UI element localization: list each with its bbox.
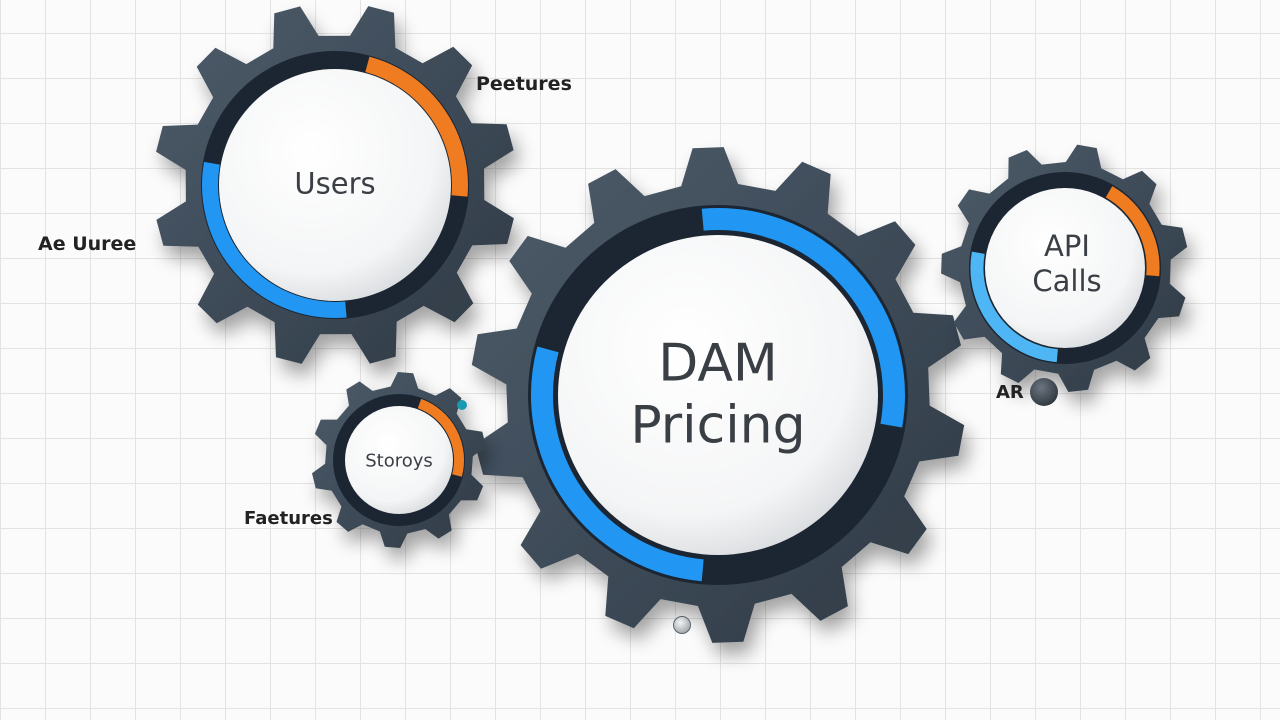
caption-left: Ae Uuree [38, 233, 137, 255]
gear-dam-hub [558, 235, 878, 555]
gear-dam [471, 147, 965, 643]
gear-users [156, 6, 514, 364]
api-knob-icon [1030, 378, 1058, 406]
gear-storage [312, 372, 486, 548]
gear-api-label: API Calls [1032, 229, 1101, 299]
gear-api-orange-arc [1105, 186, 1160, 277]
gear-dam-label: DAM Pricing [630, 333, 805, 458]
gear-storage-hub [345, 406, 453, 514]
caption-features-top: Peetures [476, 73, 572, 95]
bottom-knob-icon [673, 616, 691, 634]
storage-text: Storoys [365, 450, 433, 472]
api-line2: Calls [1032, 264, 1102, 298]
dam-line2: Pricing [630, 396, 806, 456]
gear-users-label: Users [294, 166, 376, 201]
api-line1: API [1044, 229, 1090, 264]
gear-api [941, 144, 1188, 392]
gear-api-hub [985, 188, 1145, 348]
gear-dam-blue-arc-2 [531, 346, 704, 582]
gear-users-blue-arc [202, 161, 347, 318]
gear-api-blue-arc [970, 251, 1059, 363]
gear-users-orange-arc [365, 56, 468, 197]
small-teal-dot [457, 400, 467, 410]
gear-storage-orange-arc [417, 398, 464, 477]
dam-line1: DAM [658, 333, 778, 394]
gear-storage-label: Storoys [365, 450, 433, 473]
gear-users-hub [219, 69, 451, 301]
gear-dam-blue-arc [701, 208, 905, 428]
caption-features-bottom: Faetures [244, 508, 333, 529]
caption-api-small: AR [996, 382, 1024, 403]
users-text: Users [294, 166, 376, 201]
